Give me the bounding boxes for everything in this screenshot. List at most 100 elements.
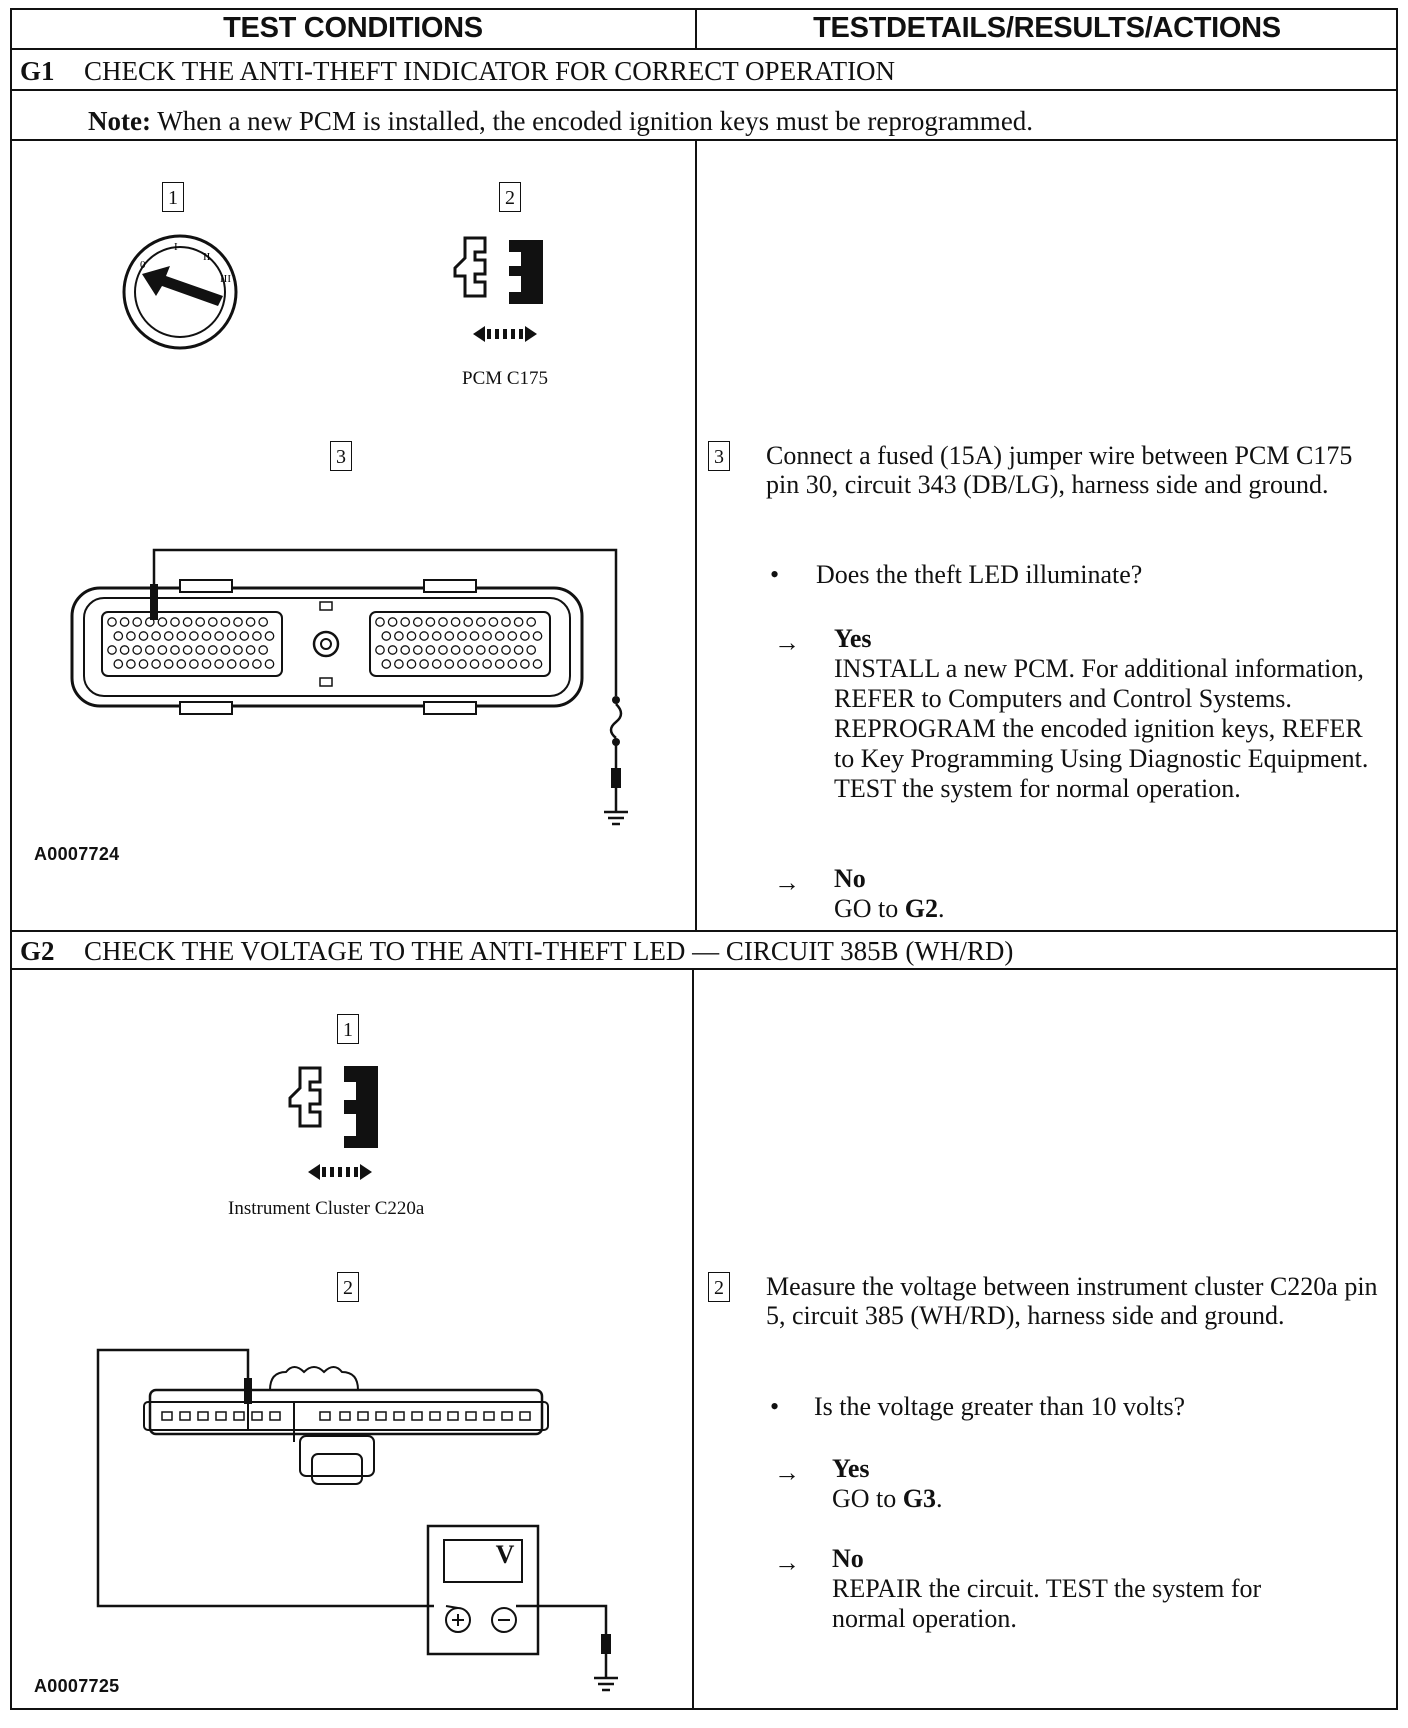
connector-pin — [513, 645, 524, 655]
g1-no-text-suffix: . — [938, 894, 945, 923]
connector-pin — [482, 631, 492, 641]
connector-pin — [170, 617, 180, 627]
svg-text:0: 0 — [140, 259, 146, 271]
connector-pin — [113, 631, 124, 641]
connector-pin — [357, 1411, 369, 1421]
connector-pin — [189, 631, 199, 641]
g1-no-label: No — [834, 864, 866, 893]
g2-no-label: No — [832, 1544, 864, 1573]
connector-pin — [400, 645, 411, 655]
connector-pin — [494, 659, 505, 669]
connector-pin — [113, 659, 124, 669]
connector-pin — [431, 631, 442, 641]
connector-pin — [144, 645, 155, 655]
connector-pin — [195, 645, 206, 655]
connector-pin — [450, 617, 461, 627]
g1-id: G1 — [20, 56, 55, 86]
g1-no-arrow-icon: → — [774, 868, 800, 897]
g1-fig-step-2: 2 — [499, 182, 521, 212]
connector-pin — [269, 1411, 281, 1421]
instrument-cluster-connector-diagram — [96, 1348, 618, 1692]
connector-pin — [138, 631, 149, 641]
g1-yes-arrow-icon: → — [774, 628, 800, 657]
connector-pin — [475, 645, 486, 655]
g2-yes-text-target: G3 — [902, 1484, 937, 1513]
svg-text:I: I — [174, 241, 178, 253]
connector-pin — [151, 631, 161, 641]
connector-pin — [220, 645, 231, 655]
g1-yes-text: INSTALL a new PCM. For additional inform… — [834, 654, 1369, 803]
connector-pin — [438, 617, 448, 627]
connector-pin — [501, 645, 511, 655]
connector-pin — [214, 631, 224, 641]
connector-pin — [201, 659, 212, 669]
g1-step-number: 3 — [708, 441, 730, 471]
connector-pin — [151, 659, 161, 669]
connector-pin — [157, 617, 168, 627]
connector-pin — [482, 659, 492, 669]
g1-title-divider — [10, 89, 1398, 91]
g2-question: Is the voltage greater than 10 volts? — [814, 1392, 1186, 1421]
connector-pin — [258, 645, 269, 655]
connector-pin — [526, 617, 537, 627]
connector-pin — [107, 645, 117, 655]
g2-column-divider — [692, 968, 694, 1710]
g1-figure-id: A0007724 — [34, 844, 120, 864]
connector-pin — [381, 631, 392, 641]
g2-bullet-icon: • — [770, 1392, 780, 1421]
g1-connector-caption: PCM C175 — [462, 368, 549, 389]
connector-pin — [450, 645, 461, 655]
connector-pin — [207, 645, 218, 655]
connector-pin — [214, 659, 224, 669]
g1-yes-response: Yes INSTALL a new PCM. For additional in… — [834, 624, 1382, 804]
g2-no-response: No REPAIR the circuit. TEST the system f… — [832, 1544, 1332, 1634]
connector-pin — [507, 659, 518, 669]
connector-pin — [488, 645, 499, 655]
connector-pin — [463, 617, 474, 627]
connector-pin — [176, 631, 187, 641]
connector-pin — [339, 1411, 351, 1421]
connector-pin — [519, 1411, 531, 1421]
ignition-switch-icon: 0 I II III — [122, 234, 238, 350]
connector-pin — [201, 631, 212, 641]
g1-no-text-target: G2 — [904, 894, 939, 923]
connector-pin — [447, 1411, 459, 1421]
g1-column-divider — [695, 139, 697, 932]
connector-pin — [182, 645, 193, 655]
g1-question: Does the theft LED illuminate? — [816, 560, 1143, 589]
connector-pin — [252, 659, 262, 669]
connector-pin — [170, 645, 180, 655]
connector-pin — [107, 617, 117, 627]
g2-connector-caption: Instrument Cluster C220a — [228, 1198, 425, 1219]
connector-pin — [532, 631, 543, 641]
g2-figure-id: A0007725 — [34, 1676, 120, 1696]
diagnostic-test-page: TEST CONDITIONS TESTDETAILS/RESULTS/ACTI… — [10, 8, 1398, 1716]
connector-pin — [494, 631, 505, 641]
connector-pin — [119, 645, 130, 655]
connector-pin — [406, 631, 417, 641]
connector-pin — [393, 1411, 405, 1421]
g2-fig-step-1: 1 — [337, 1014, 359, 1044]
connector-pin — [457, 631, 467, 641]
g1-no-text-prefix: GO to — [834, 894, 905, 923]
connector-pin — [431, 659, 442, 669]
connector-pin — [483, 1411, 495, 1421]
connector-pin — [419, 631, 429, 641]
connector-pin — [245, 645, 256, 655]
connector-pin — [220, 617, 231, 627]
connector-pin — [412, 645, 423, 655]
connector-pin — [258, 617, 269, 627]
connector-pin — [132, 617, 143, 627]
connector-pin — [387, 645, 398, 655]
connector-pin — [444, 659, 455, 669]
connector-pin — [226, 659, 237, 669]
g2-step-text: Measure the voltage between instrument c… — [766, 1272, 1378, 1330]
connector-pin — [507, 631, 518, 641]
connector-pin — [119, 617, 130, 627]
connector-pin — [469, 631, 480, 641]
connector-pin — [215, 1411, 227, 1421]
connector-pin — [319, 1411, 331, 1421]
header-test-details: TESTDETAILS/RESULTS/ACTIONS — [813, 12, 1281, 44]
connector-pin — [197, 1411, 209, 1421]
